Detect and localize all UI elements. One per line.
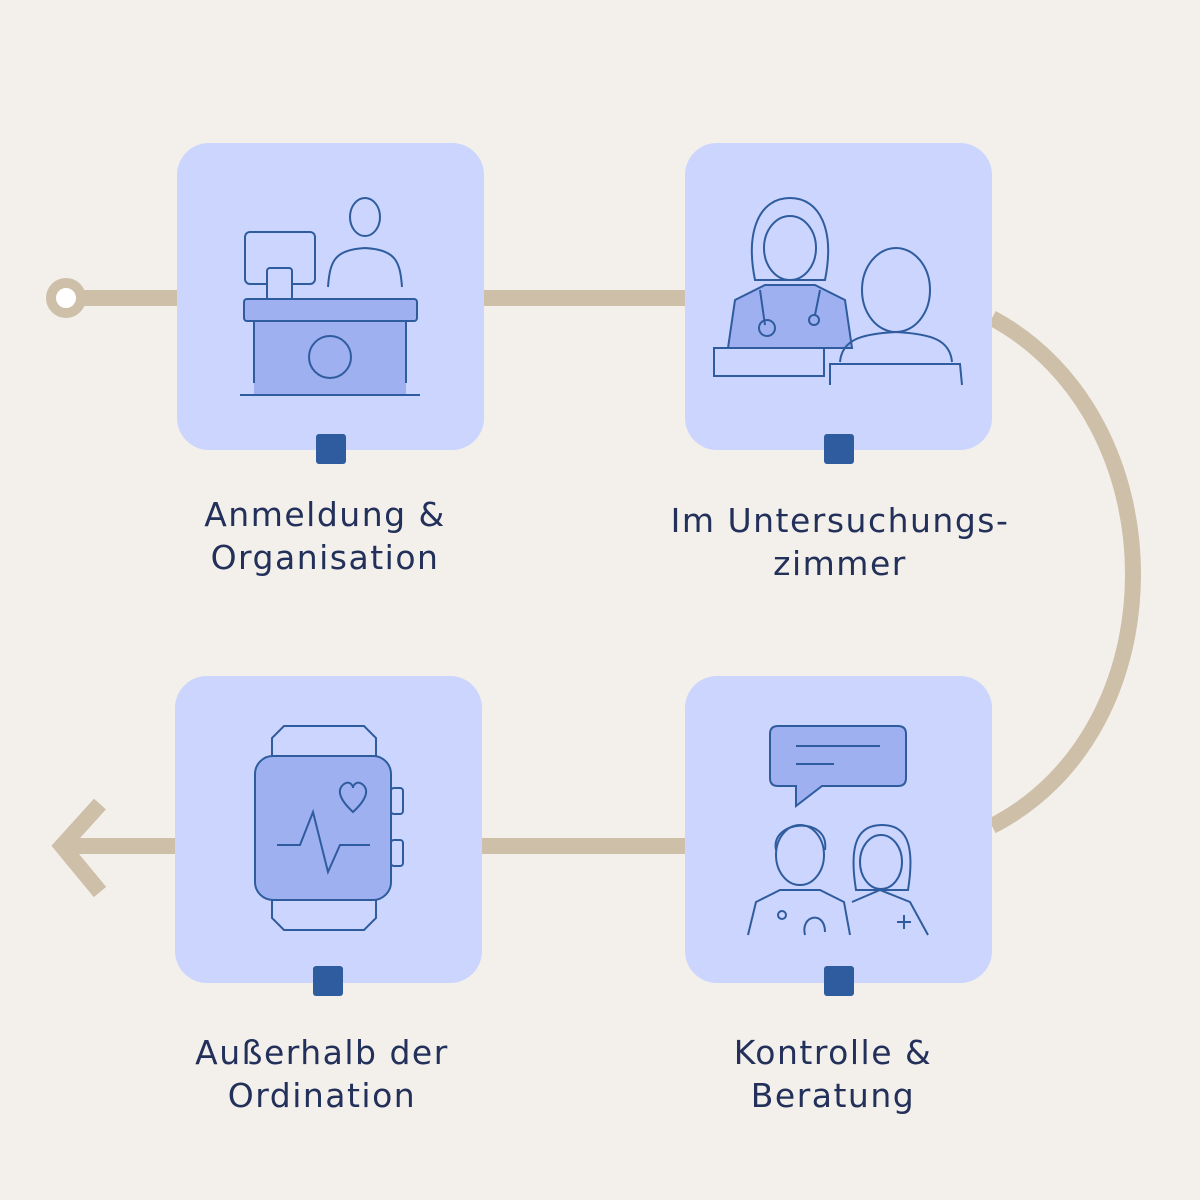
step-label-line: Im Untersuchungs- xyxy=(670,501,1010,540)
step-marker-icon xyxy=(316,434,346,464)
step-label-line: Organisation xyxy=(210,538,440,577)
step-label-line: Anmeldung & xyxy=(204,495,446,534)
step-label-line: zimmer xyxy=(773,544,907,583)
step-card-1 xyxy=(177,143,484,464)
step-label-2: Im Untersuchungs- zimmer xyxy=(610,499,1070,585)
step-label-4: Außerhalb der Ordination xyxy=(92,1031,552,1117)
connector-path xyxy=(51,290,1141,898)
smartwatch-heart-icon xyxy=(254,725,404,931)
doctor-patient-icon xyxy=(713,196,963,386)
reception-desk-icon xyxy=(240,197,420,396)
step-label-1: Anmeldung & Organisation xyxy=(95,493,555,579)
arrow-left-icon xyxy=(51,798,107,898)
medical-team-chat-icon xyxy=(747,725,929,936)
step-label-line: Beratung xyxy=(750,1076,916,1115)
step-card-2 xyxy=(685,143,992,464)
start-dot-icon xyxy=(46,278,86,318)
step-label-line: Ordination xyxy=(227,1076,417,1115)
step-card-4 xyxy=(175,676,482,996)
step-label-line: Kontrolle & xyxy=(733,1033,933,1072)
step-label-3: Kontrolle & Beratung xyxy=(603,1031,1063,1117)
step-marker-icon xyxy=(313,966,343,996)
step-card-3 xyxy=(685,676,992,996)
step-marker-icon xyxy=(824,966,854,996)
step-marker-icon xyxy=(824,434,854,464)
step-label-line: Außerhalb der xyxy=(195,1033,449,1072)
